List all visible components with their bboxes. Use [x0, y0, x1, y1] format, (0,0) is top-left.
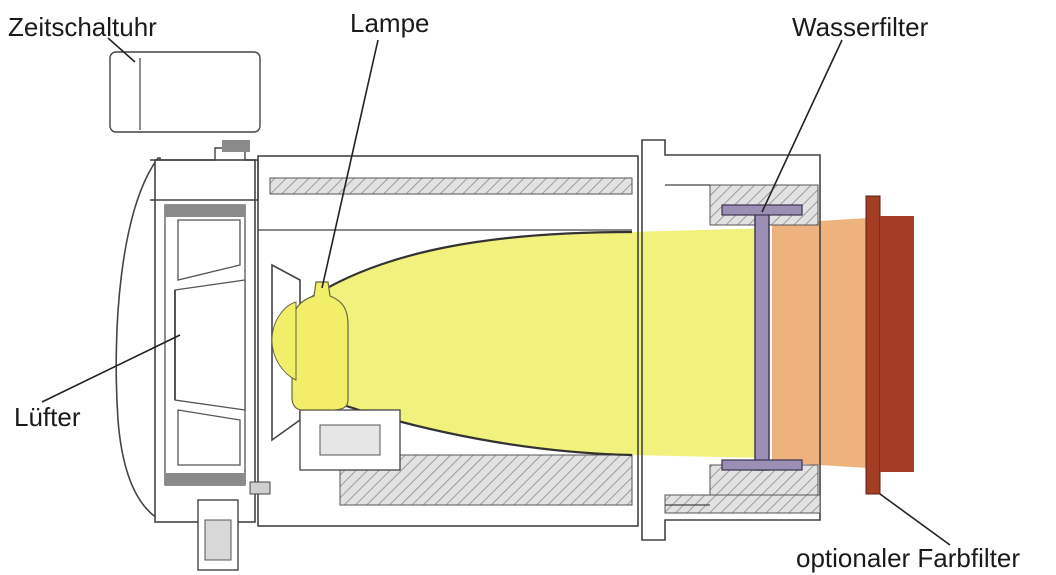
fan-blades	[174, 219, 246, 466]
water-filter-leader	[761, 39, 843, 213]
color-filter-label: optionaler Farbfilter	[796, 543, 1020, 573]
lamp-leader	[321, 39, 379, 289]
fan-housing	[115, 157, 161, 522]
color-filter	[865, 195, 881, 495]
timer-box	[109, 51, 261, 133]
timer-leader	[107, 37, 136, 63]
timer-label: Zeitschaltuhr	[8, 12, 157, 42]
lamp-label: Lampe	[350, 8, 430, 38]
color-filter-leader	[879, 493, 951, 546]
light-beam	[300, 228, 770, 458]
fan-leader	[41, 334, 181, 403]
water-filter	[754, 207, 770, 471]
lamp-housing	[257, 155, 639, 527]
filter-housing	[641, 139, 821, 541]
color-filter-plate	[880, 216, 914, 472]
water-filter-label: Wasserfilter	[792, 12, 929, 42]
fan-label: Lüfter	[14, 402, 81, 432]
